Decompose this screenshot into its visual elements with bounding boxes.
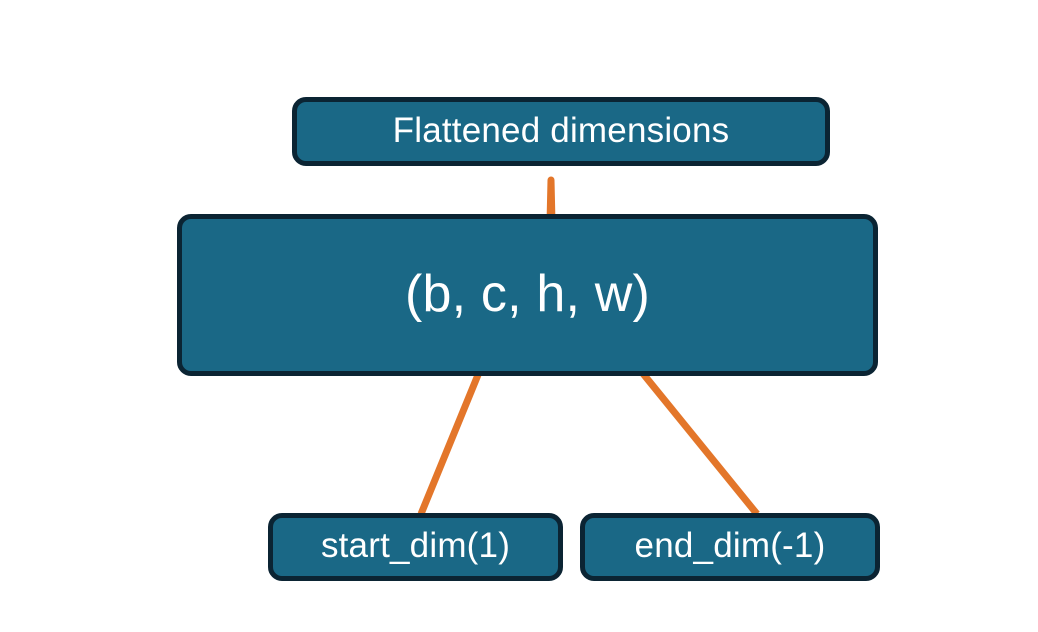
tensor-shape-node[interactable]: (b, c, h, w) (177, 214, 878, 376)
flattened-dimensions-label: Flattened dimensions (392, 110, 730, 150)
start-dim-label: start_dim(1) (320, 526, 511, 565)
start-dim-node[interactable]: start_dim(1) (268, 513, 563, 581)
flattened-dimensions-node[interactable]: Flattened dimensions (292, 97, 830, 166)
tensor-shape-label: (b, c, h, w) (404, 264, 651, 323)
end-dim-label: end_dim(-1) (634, 526, 826, 565)
end-dim-node[interactable]: end_dim(-1) (580, 513, 880, 581)
